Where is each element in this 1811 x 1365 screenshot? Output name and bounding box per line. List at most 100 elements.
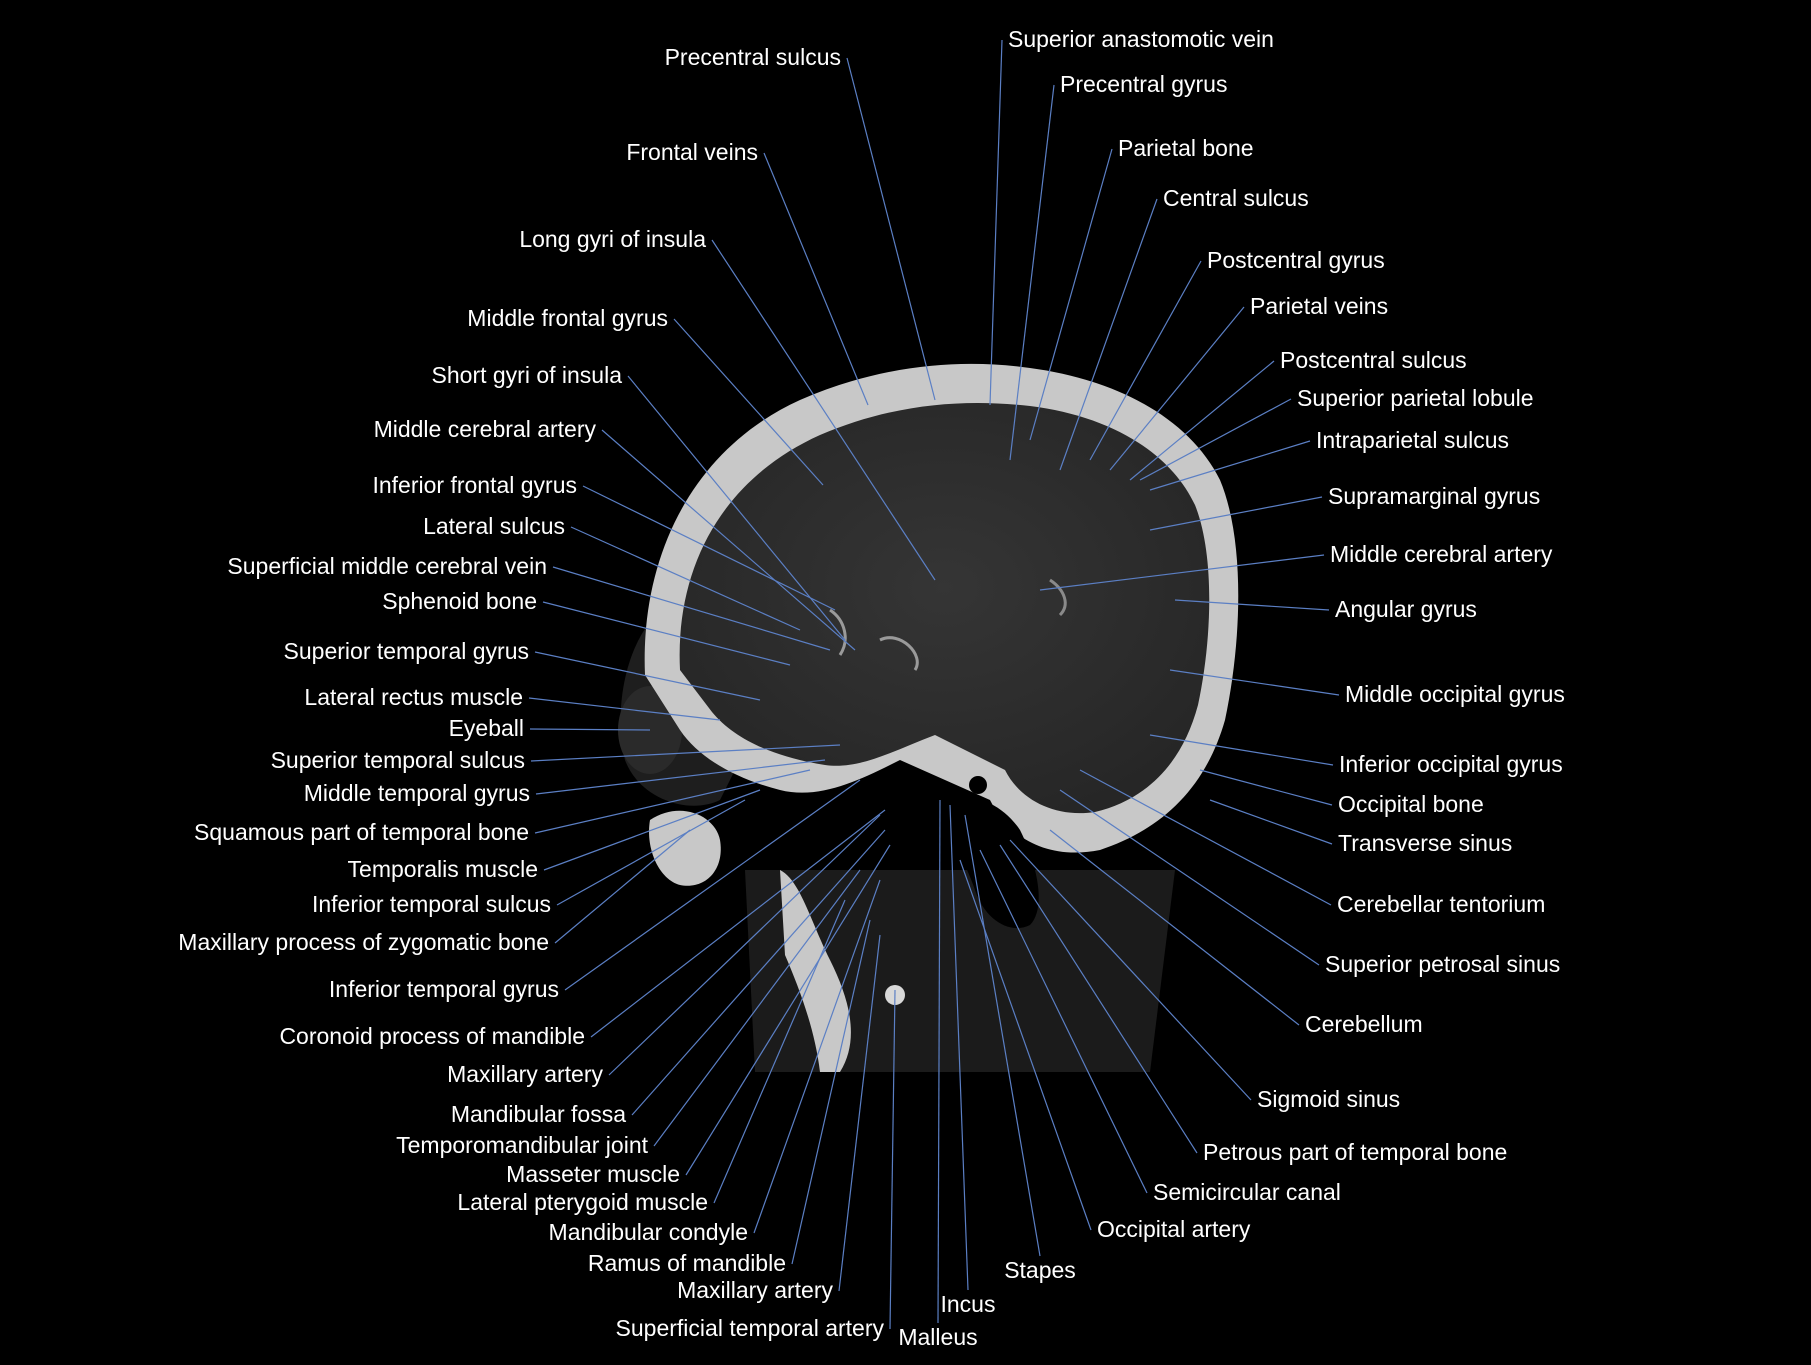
leader-line (1029, 148, 1113, 441)
leader-line (554, 829, 691, 944)
leader-line (534, 769, 811, 834)
structure-label: Parietal veins (1250, 293, 1388, 319)
leader-line (631, 829, 886, 1116)
leader-line (753, 879, 881, 1234)
structure-label: Incus (941, 1291, 996, 1317)
ct-scan-image (618, 363, 1239, 1072)
leader-line (713, 899, 846, 1204)
leader-line (556, 799, 746, 906)
leader-line (711, 239, 936, 581)
leader-line (889, 989, 896, 1330)
leader-line (590, 809, 886, 1038)
structure-label: Postcentral gyrus (1207, 247, 1385, 273)
structure-label: Mandibular condyle (549, 1219, 748, 1245)
leader-line (1009, 839, 1252, 1101)
leader-line (1079, 769, 1332, 906)
leader-line (846, 57, 936, 401)
structure-label: Short gyri of insula (432, 362, 623, 388)
leader-line (1129, 360, 1275, 481)
leader-line (570, 526, 801, 631)
leader-line (543, 789, 761, 871)
zygomatic-bone (649, 810, 721, 886)
structure-label: Middle frontal gyrus (467, 305, 668, 331)
leader-line (1149, 496, 1323, 531)
structure-label: Middle occipital gyrus (1345, 681, 1565, 707)
leader-line (1169, 669, 1340, 696)
leader-line (964, 814, 1041, 1257)
structure-label: Sphenoid bone (382, 588, 537, 614)
leader-line (528, 697, 721, 721)
ear-ossicle-cavity (936, 788, 960, 812)
structure-label: Inferior frontal gyrus (372, 472, 577, 498)
leader-line (1109, 306, 1245, 471)
structure-label: Petrous part of temporal bone (1203, 1139, 1507, 1165)
leader-line (627, 375, 846, 641)
structure-label: Maxillary artery (447, 1061, 603, 1087)
structure-label: Middle cerebral artery (374, 416, 597, 442)
leader-line (1049, 829, 1300, 1026)
leader-line (653, 869, 861, 1147)
semicircular-canal-cavity (969, 776, 987, 794)
leader-line (1139, 398, 1292, 481)
leader-line (1059, 789, 1320, 966)
brain-vessel (829, 608, 847, 656)
structure-label: Frontal veins (626, 139, 758, 165)
leader-line (673, 318, 824, 486)
structure-label: Squamous part of temporal bone (194, 819, 529, 845)
structure-label: Occipital bone (1338, 791, 1484, 817)
structure-label: Superior anastomotic vein (1008, 26, 1274, 52)
structure-label: Inferior occipital gyrus (1339, 751, 1563, 777)
structure-label: Masseter muscle (506, 1161, 680, 1187)
structure-label: Stapes (1004, 1257, 1076, 1283)
structure-label: Precentral gyrus (1060, 71, 1227, 97)
leader-line (1199, 769, 1333, 806)
structure-label: Superficial temporal artery (616, 1315, 885, 1341)
brain-tissue (679, 402, 1210, 814)
leader-line (1209, 799, 1333, 845)
structure-label: Postcentral sulcus (1280, 347, 1467, 373)
structure-label: Coronoid process of mandible (279, 1023, 585, 1049)
leader-line (529, 728, 651, 731)
structure-label: Semicircular canal (1153, 1179, 1341, 1205)
structure-label: Precentral sulcus (665, 44, 841, 70)
leader-line (1089, 260, 1202, 461)
structure-label: Lateral sulcus (423, 513, 565, 539)
structure-label: Intraparietal sulcus (1316, 427, 1509, 453)
brain-vessel (1049, 578, 1067, 617)
leader-line (1149, 440, 1311, 491)
leader-line (542, 601, 791, 666)
leader-line (601, 429, 856, 651)
structure-label: Inferior temporal gyrus (329, 976, 559, 1002)
leader-line (535, 759, 826, 795)
structure-label: Long gyri of insula (519, 226, 706, 252)
structure-label: Superior temporal gyrus (284, 638, 529, 664)
leader-line (989, 39, 1003, 406)
leader-line (608, 814, 881, 1076)
brain-vessel (879, 636, 919, 671)
structure-label: Ramus of mandible (588, 1250, 786, 1276)
structure-label: Mandibular fossa (451, 1101, 626, 1127)
structure-label: Sigmoid sinus (1257, 1086, 1400, 1112)
structure-label: Temporalis muscle (348, 856, 538, 882)
leader-line (999, 844, 1198, 1154)
leader-line (534, 651, 761, 701)
structure-label: Superior temporal sulcus (271, 747, 525, 773)
leader-line (949, 804, 969, 1291)
leader-line (582, 485, 836, 611)
structure-label: Malleus (898, 1324, 977, 1350)
leader-line (763, 152, 869, 406)
structure-label: Middle cerebral artery (1330, 541, 1553, 567)
structure-label: Eyeball (449, 715, 524, 741)
structure-label: Cerebellum (1305, 1011, 1423, 1037)
neck-soft-tissue (745, 870, 1175, 1072)
leader-line (979, 849, 1148, 1194)
leader-line (1039, 554, 1325, 591)
structure-label: Inferior temporal sulcus (312, 891, 551, 917)
leader-line (1059, 198, 1158, 471)
leader-line (791, 919, 871, 1265)
structure-label: Angular gyrus (1335, 596, 1477, 622)
mandible-ramus (780, 870, 851, 1072)
structure-label: Transverse sinus (1338, 830, 1512, 856)
structure-label: Middle temporal gyrus (304, 780, 530, 806)
